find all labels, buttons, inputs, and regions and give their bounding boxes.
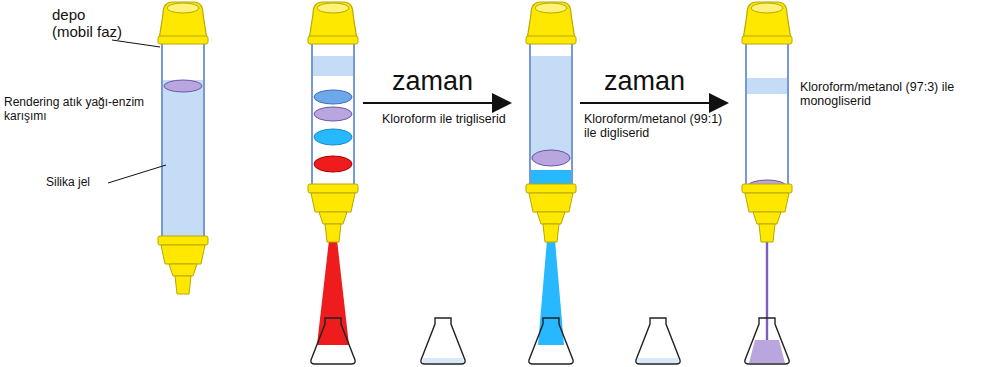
time-label: zaman: [392, 66, 512, 97]
sample-label: Rendering atık yağı-enzim karışımı: [4, 96, 156, 124]
fraction-label: Kloroform ile trigliserid: [382, 112, 532, 126]
fraction-label: Kloroform/metanol (99:1) ile digliserid: [584, 112, 734, 141]
time-label: zaman: [604, 66, 724, 97]
reservoir-label: depo (mobil faz): [52, 6, 122, 41]
fraction-label: Kloroform/metanol (97:3) ile monogliseri…: [800, 80, 970, 109]
silica-label: Silika jel: [46, 176, 110, 190]
